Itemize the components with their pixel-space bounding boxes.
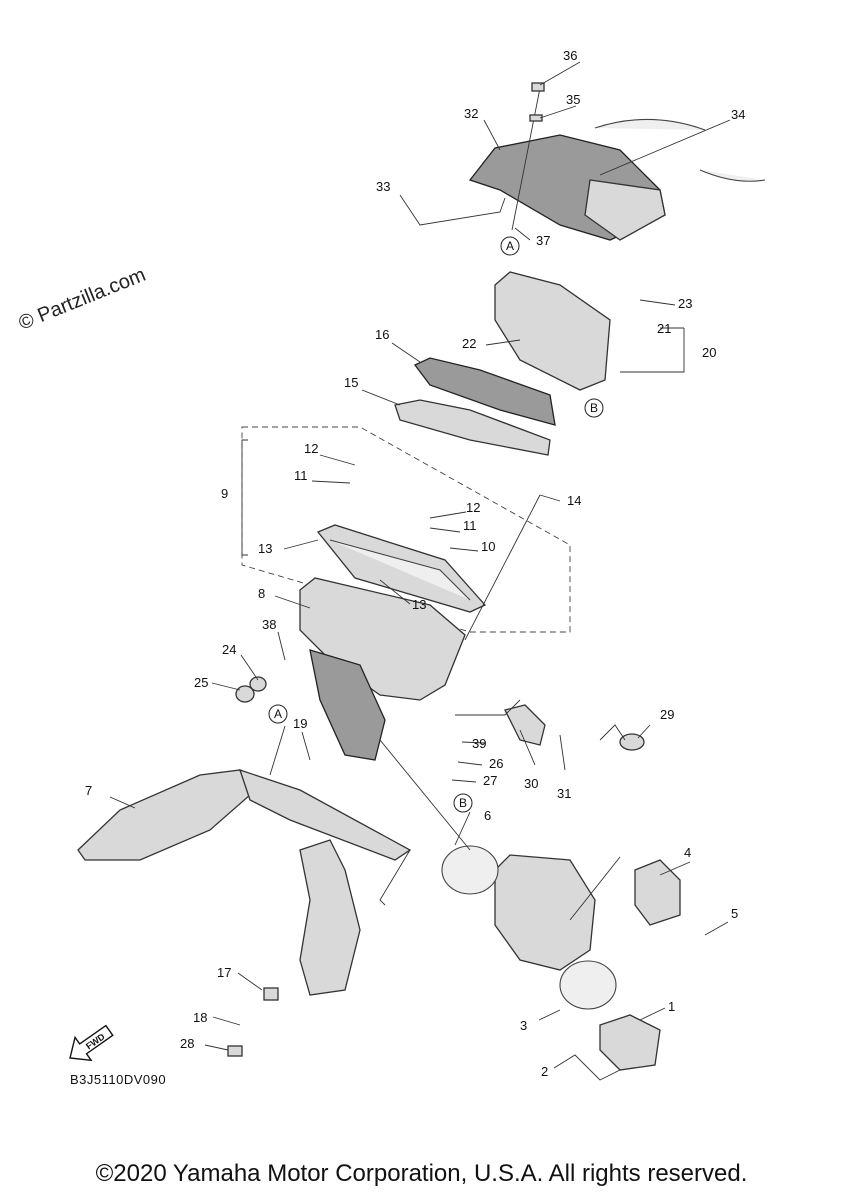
callout-8: 8 — [258, 586, 265, 601]
callout-1: 1 — [668, 999, 675, 1014]
callout-26: 26 — [489, 756, 503, 771]
callout-39: 39 — [472, 736, 486, 751]
callout-19: 19 — [293, 716, 307, 731]
callout-30: 30 — [524, 776, 538, 791]
callout-6: 6 — [484, 808, 491, 823]
callout-labels: 36 35 32 34 33 37 23 21 16 22 20 15 12 1… — [85, 48, 745, 1079]
diagram-code: B3J5110DV090 — [70, 1072, 167, 1087]
callout-28: 28 — [180, 1036, 194, 1051]
side-panel-part — [494, 271, 611, 391]
callout-12-lower: 12 — [466, 500, 480, 515]
callout-20: 20 — [702, 345, 716, 360]
callout-37: 37 — [536, 233, 550, 248]
callout-18: 18 — [193, 1010, 207, 1025]
callout-21: 21 — [657, 321, 671, 336]
fwd-arrow-icon: FWD — [69, 1024, 114, 1062]
callout-36: 36 — [563, 48, 577, 63]
top-cover-part — [468, 118, 766, 241]
callout-27: 27 — [483, 773, 497, 788]
callout-38: 38 — [262, 617, 276, 632]
sensor-part — [504, 704, 645, 751]
ref-marker-a-top: A — [500, 236, 520, 256]
callout-33: 33 — [376, 179, 390, 194]
ref-marker-a-bottom: A — [268, 704, 288, 724]
callout-17: 17 — [217, 965, 231, 980]
air-box-part — [299, 577, 466, 761]
intake-tube-part — [77, 768, 412, 996]
watermark: © Partzilla.com — [16, 264, 149, 335]
svg-text:A: A — [274, 707, 282, 721]
svg-text:A: A — [506, 239, 514, 253]
callout-14: 14 — [567, 493, 581, 508]
callout-11-upper: 11 — [294, 468, 308, 483]
ref-marker-b-top: B — [584, 398, 604, 418]
callout-31: 31 — [557, 786, 571, 801]
callout-11-lower: 11 — [463, 518, 477, 533]
callout-29: 29 — [660, 707, 674, 722]
svg-text:B: B — [459, 796, 467, 810]
callout-25: 25 — [194, 675, 208, 690]
callout-3: 3 — [520, 1018, 527, 1033]
air-filter-part — [316, 524, 487, 613]
callout-5: 5 — [731, 906, 738, 921]
callout-9: 9 — [221, 486, 228, 501]
callout-7: 7 — [85, 783, 92, 798]
intake-duct-upper-part — [394, 357, 556, 456]
callout-24: 24 — [222, 642, 236, 657]
parts-diagram: © Partzilla.com — [16, 48, 766, 1081]
callout-23: 23 — [678, 296, 692, 311]
callout-32: 32 — [464, 106, 478, 121]
callout-34: 34 — [731, 107, 745, 122]
svg-text:B: B — [590, 401, 598, 415]
ref-marker-b-bottom: B — [453, 793, 473, 813]
throttle-body-part — [441, 845, 681, 1071]
callout-10: 10 — [481, 539, 495, 554]
callout-35: 35 — [566, 92, 580, 107]
callout-4: 4 — [684, 845, 691, 860]
copyright-notice: ©2020 Yamaha Motor Corporation, U.S.A. A… — [95, 1160, 748, 1187]
callout-13-right: 13 — [412, 597, 426, 612]
callout-22: 22 — [462, 336, 476, 351]
callout-15: 15 — [344, 375, 358, 390]
callout-13-left: 13 — [258, 541, 272, 556]
callout-16: 16 — [375, 327, 389, 342]
leader-lines — [109, 61, 731, 1081]
callout-12-upper: 12 — [304, 441, 318, 456]
callout-2: 2 — [541, 1064, 548, 1079]
